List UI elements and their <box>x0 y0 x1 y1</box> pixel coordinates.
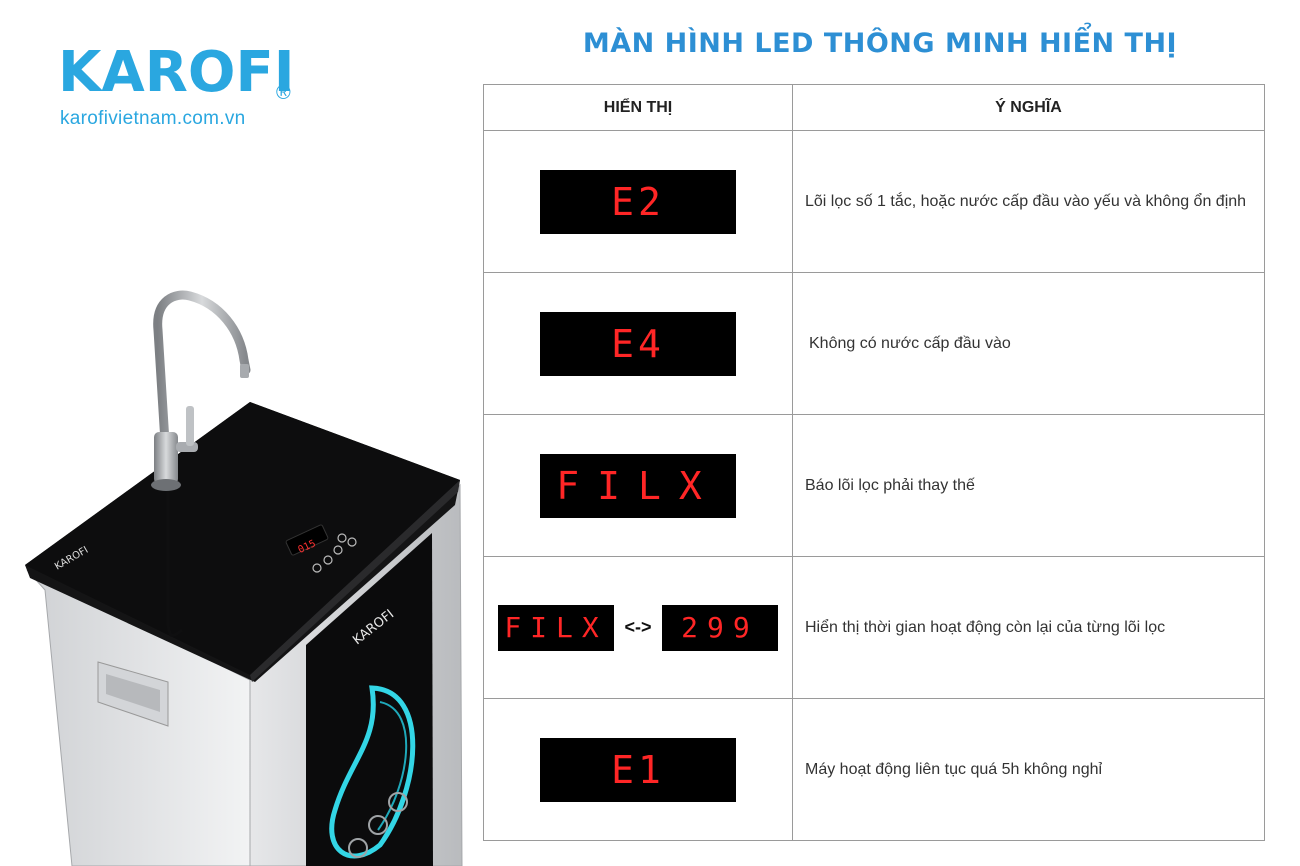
meaning-cell: Không có nước cấp đầu vào <box>792 272 1265 415</box>
led-code-table: HIỂN THỊ Ý NGHĨA E2 Lõi lọc số 1 tắc, ho… <box>483 84 1265 841</box>
alternating-arrow: <-> <box>624 617 652 637</box>
table-header-row: HIỂN THỊ Ý NGHĨA <box>483 84 1265 131</box>
display-cell: E1 <box>483 698 793 841</box>
display-cell: FILX <-> 299 <box>483 556 793 699</box>
header-display: HIỂN THỊ <box>483 84 793 131</box>
led-display: FILX <box>540 453 736 518</box>
page-heading: MÀN HÌNH LED THÔNG MINH HIỂN THỊ <box>582 28 1178 59</box>
display-cell: E4 <box>483 272 793 415</box>
meaning-cell: Lõi lọc số 1 tắc, hoặc nước cấp đầu vào … <box>792 130 1265 273</box>
led-display: E2 <box>540 169 736 234</box>
led-display: E1 <box>540 737 736 802</box>
meaning-cell: Báo lõi lọc phải thay thế <box>792 414 1265 557</box>
led-display: FILX <box>498 604 615 651</box>
display-cell: E2 <box>483 130 793 273</box>
led-display-alt: 299 <box>661 604 778 651</box>
table-row: FILX <-> 299 Hiển thị thời gian hoạt độn… <box>483 556 1265 699</box>
table-row: FILX Báo lõi lọc phải thay thế <box>483 414 1265 557</box>
water-purifier-image: KAROFI KAROFI 015 <box>25 290 463 866</box>
display-cell: FILX <box>483 414 793 557</box>
karofi-logo: KAROFI ® karofivietnam.com.vn <box>58 42 308 137</box>
logo-website: karofivietnam.com.vn <box>60 108 246 129</box>
table-row: E1 Máy hoạt động liên tục quá 5h không n… <box>483 698 1265 841</box>
meaning-cell: Hiển thị thời gian hoạt động còn lại của… <box>792 556 1265 699</box>
registered-mark: ® <box>276 82 291 104</box>
table-row: E4 Không có nước cấp đầu vào <box>483 272 1265 415</box>
led-display: E4 <box>540 311 736 376</box>
meaning-cell: Máy hoạt động liên tục quá 5h không nghỉ <box>792 698 1265 841</box>
logo-wordmark: KAROFI <box>58 40 295 105</box>
header-meaning: Ý NGHĨA <box>792 84 1265 131</box>
table-row: E2 Lõi lọc số 1 tắc, hoặc nước cấp đầu v… <box>483 130 1265 273</box>
